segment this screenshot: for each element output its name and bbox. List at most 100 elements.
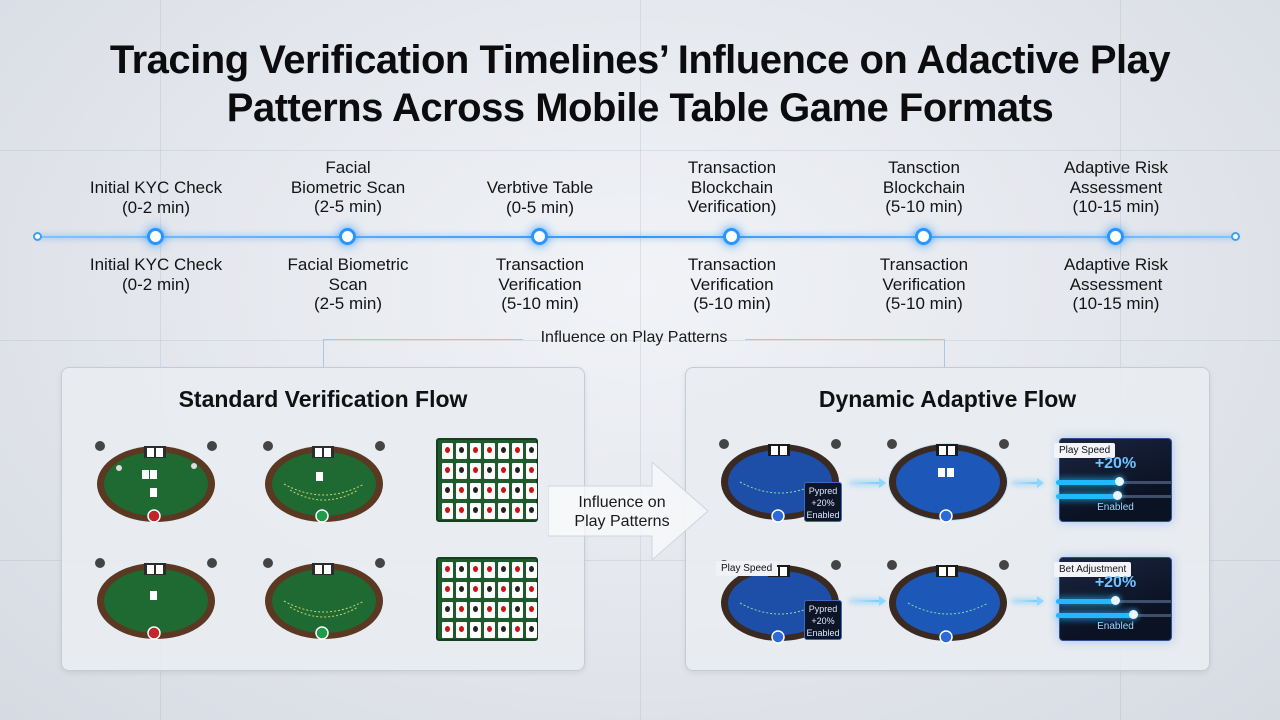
bet-adjustment-slider[interactable] [1056,610,1172,619]
arrow-label-line: Play Patterns [574,513,670,530]
slider-knob[interactable] [1129,610,1138,619]
card [512,562,523,578]
card [442,582,453,598]
slider-fill [1056,480,1118,485]
card [442,622,453,638]
stat-card-status: Enabled [1097,621,1134,632]
label-line: Tansction [888,158,960,177]
card [526,503,537,519]
bet-adjustment-slider[interactable] [1056,596,1172,605]
timeline-bottom-label: Initial KYC Check (0-2 min) [56,255,256,294]
card [498,622,509,638]
card [498,503,509,519]
flow-arrow-icon [1012,478,1044,488]
adaptive-flow-title: Dynamic Adaptive Flow [818,386,1077,412]
card [456,582,467,598]
slider-knob[interactable] [1111,596,1120,605]
timeline-node[interactable] [339,228,356,245]
badge-line: +20% [811,616,835,626]
connector-line-right [745,339,945,367]
card [526,602,537,618]
standard-flow-title: Standard Verification Flow [178,386,468,412]
label-line: (5-10 min) [693,294,771,313]
timeline-node[interactable] [531,228,548,245]
influence-label: Influence on Play Patterns [540,329,728,346]
card [498,443,509,459]
bg-grid-line [1120,0,1121,720]
card [456,622,467,638]
card [442,562,453,578]
card [526,463,537,479]
timeline-top-label: Tansction Blockchain (5-10 min) [824,158,1024,217]
label-line: Scan [328,274,368,294]
adaptive-badge: Pypred +20% Enabled [804,600,842,640]
label-line: Initial KYC Check [89,255,223,274]
stat-card-status: Enabled [1097,502,1134,513]
card [442,602,453,618]
timeline-top-label: Adaptive Risk Assessment (10-15 min) [1016,158,1216,217]
card [442,483,453,499]
play-speed-slider[interactable] [1056,477,1172,486]
card [470,622,481,638]
timeline-start-dot [33,232,42,241]
card [498,562,509,578]
bg-grid-line [0,560,1280,561]
card [498,463,509,479]
timeline-node[interactable] [915,228,932,245]
label-line: (0-2 min) [121,274,190,294]
label-line: (0-5 min) [505,197,574,217]
card-grid [436,438,538,522]
label-line: (5-10 min) [885,294,963,313]
card [512,622,523,638]
slider-fill [1056,494,1116,499]
card [470,483,481,499]
card [442,503,453,519]
slider-knob[interactable] [1113,491,1122,500]
stat-card-label: Bet Adjustment [1054,562,1132,577]
badge-line: Enabled [806,628,840,638]
baccarat-table-green [263,558,385,640]
play-speed-card: Play Speed +20% Enabled [1054,438,1172,522]
card [512,503,523,519]
bg-grid-line [160,0,161,720]
card [456,503,467,519]
label-line: Transaction [879,255,969,274]
card [456,562,467,578]
timeline-line [38,236,1236,238]
page-title: Tracing Verification Timelines’ Influenc… [0,36,1280,132]
baccarat-table-blue [887,560,1009,644]
card [470,443,481,459]
timeline-bottom-label: Adaptive Risk Assessment (10-15 min) [1016,255,1216,314]
slider-knob[interactable] [1115,477,1124,486]
stat-card-value: +20% [1094,455,1137,472]
timeline-bottom-label: Transaction Verification (5-10 min) [824,255,1024,314]
timeline-node[interactable] [1107,228,1124,245]
label-line: Transaction [687,158,777,177]
arrow-label-line: Influence on [578,494,666,511]
timeline-bottom-label: Transaction Verification (5-10 min) [632,255,832,314]
label-line: Verbtive Table [486,178,594,197]
label-line: (10-15 min) [1072,197,1160,216]
card [470,562,481,578]
bg-grid-line [0,340,1280,341]
timeline-node[interactable] [723,228,740,245]
card [512,483,523,499]
label-line: Adaptive Risk [1064,158,1168,177]
play-speed-slider[interactable] [1056,491,1172,500]
label-line: Verification) [687,197,777,216]
badge-line: Pypred [808,486,838,496]
title-line-2: Patterns Across Mobile Table Game Format… [226,86,1054,130]
card [498,483,509,499]
label-line: Transaction [495,255,585,274]
timeline-top-label: Initial KYC Check (0-2 min) [56,178,256,217]
play-speed-tag: Play Speed [716,561,778,576]
timeline-top-label: Verbtive Table (0-5 min) [440,178,640,217]
card [442,463,453,479]
label-line: Biometric Scan [290,177,406,197]
card [456,602,467,618]
card [484,602,495,618]
timeline-node[interactable] [147,228,164,245]
flow-arrow-icon [850,596,886,606]
card [484,562,495,578]
card [526,443,537,459]
